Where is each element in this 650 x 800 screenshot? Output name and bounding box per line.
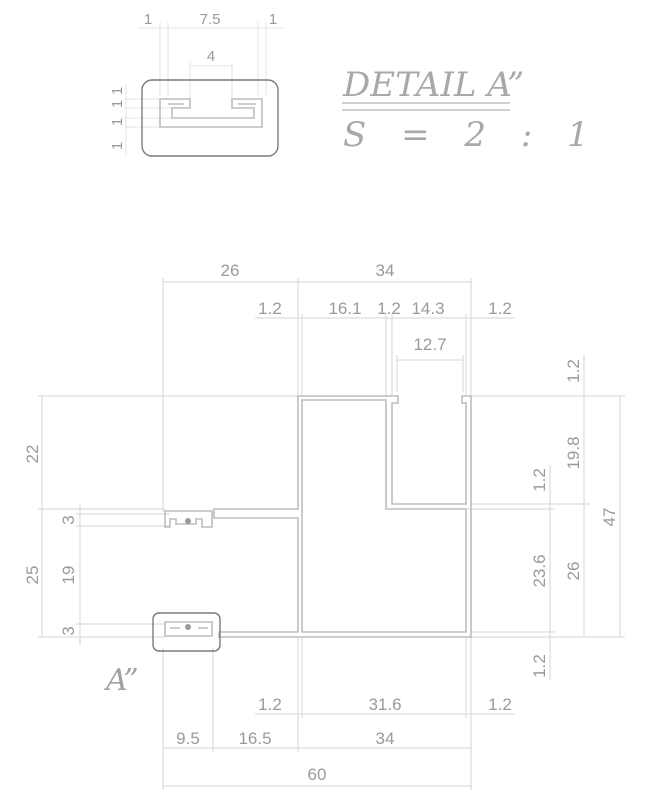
detail-left-1d: 1 xyxy=(109,142,126,150)
detail-callout-box xyxy=(152,612,221,652)
detail-left-1b: 1 xyxy=(109,100,126,108)
detail-view: 1 7.5 1 4 1 1 1 1 xyxy=(109,11,285,157)
dim-22-left: 22 xyxy=(23,445,42,464)
dim-1-2-right-a: 1.2 xyxy=(530,468,549,492)
dim-12-7: 12.7 xyxy=(413,335,446,354)
detail-title: DETAIL A” xyxy=(342,65,524,105)
dim-19-8-right: 19.8 xyxy=(564,436,583,469)
dim-60-bottom: 60 xyxy=(308,765,327,784)
dim-1-2-bottom-a: 1.2 xyxy=(258,695,282,714)
detail-left-1a: 1 xyxy=(109,87,126,95)
dim-1-2-top-a: 1.2 xyxy=(258,299,282,318)
detail-dim-1b: 1 xyxy=(269,11,277,28)
dim-16-1-top: 16.1 xyxy=(328,299,361,318)
dim-34-bottom: 34 xyxy=(376,729,395,748)
dim-47-right: 47 xyxy=(600,508,619,527)
main-view: 26 34 1.2 16.1 1.2 14.3 1.2 12.7 22 3 19… xyxy=(23,261,625,790)
dim-26-top: 26 xyxy=(221,261,240,280)
detail-dim-4: 4 xyxy=(207,48,215,65)
dim-34-top: 34 xyxy=(376,261,395,280)
dim-3-left-b: 3 xyxy=(59,626,78,635)
dim-14-3-top: 14.3 xyxy=(411,299,444,318)
dim-1-2-top-b: 1.2 xyxy=(377,299,401,318)
dim-1-2-bottom-b: 1.2 xyxy=(488,695,512,714)
detail-left-1c: 1 xyxy=(109,118,126,126)
dim-3-left-a: 3 xyxy=(59,515,78,524)
detail-callout-label: A” xyxy=(103,663,139,698)
detail-frame xyxy=(141,79,279,157)
dim-9-5-bottom: 9.5 xyxy=(176,729,200,748)
dim-1-2-right-b: 1.2 xyxy=(530,654,549,678)
profile-outline xyxy=(152,395,472,652)
detail-scale: S = 2 : 1 xyxy=(343,115,601,155)
dim-1-2-right-c: 1.2 xyxy=(564,359,583,383)
dim-25-left: 25 xyxy=(23,566,42,585)
dim-16-5-bottom: 16.5 xyxy=(238,729,271,748)
dim-19-left: 19 xyxy=(59,566,78,585)
dim-23-6-right: 23.6 xyxy=(530,554,549,587)
dim-31-6-bottom: 31.6 xyxy=(368,695,401,714)
detail-dim-1a: 1 xyxy=(144,11,152,28)
dim-26-right: 26 xyxy=(564,562,583,581)
dim-1-2-top-c: 1.2 xyxy=(488,299,512,318)
detail-dim-7-5: 7.5 xyxy=(200,11,221,28)
